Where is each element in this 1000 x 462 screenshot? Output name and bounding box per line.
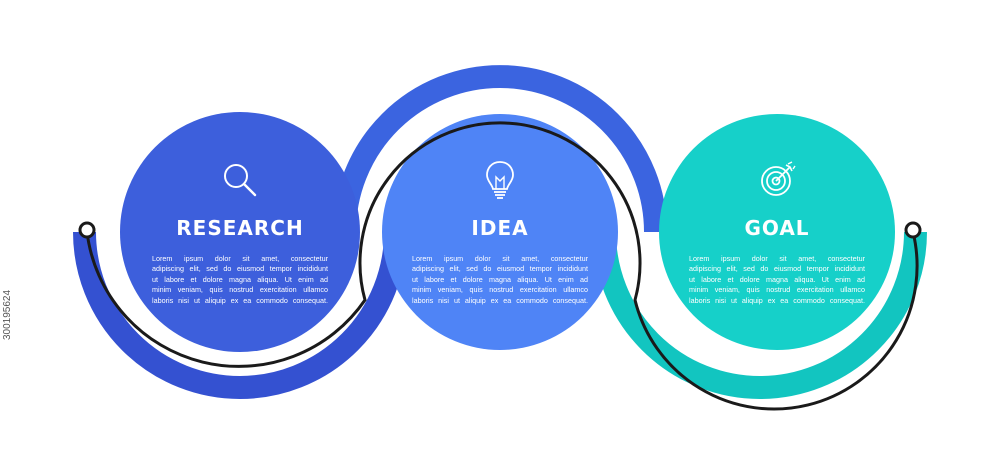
idea-gap xyxy=(356,88,644,233)
research-circle xyxy=(120,112,360,352)
step-goal: GOAL Lorem ipsum dolor sit amet, consect… xyxy=(689,150,865,310)
target-icon xyxy=(761,161,796,196)
start-node xyxy=(78,221,96,239)
step-idea: IDEA Lorem ipsum dolor sit amet, consect… xyxy=(412,150,588,310)
step-research: RESEARCH Lorem ipsum dolor sit amet, con… xyxy=(152,150,328,310)
magnifier-icon xyxy=(224,164,257,197)
stock-id-watermark: 300195624 xyxy=(2,289,13,340)
step-title-goal: GOAL xyxy=(744,216,810,240)
step-title-idea: IDEA xyxy=(471,216,529,240)
lightbulb-icon xyxy=(486,161,514,199)
connector-line xyxy=(85,121,919,411)
idea-circle xyxy=(382,114,618,350)
research-band xyxy=(73,231,407,399)
step-title-research: RESEARCH xyxy=(176,216,304,240)
step-text-idea: Lorem ipsum dolor sit amet, consectetur … xyxy=(412,254,588,305)
end-node xyxy=(904,221,922,239)
goal-band xyxy=(593,231,927,399)
step-text-goal: Lorem ipsum dolor sit amet, consectetur … xyxy=(689,254,865,305)
goal-circle xyxy=(659,114,895,350)
idea-band xyxy=(333,65,667,233)
step-text-research: Lorem ipsum dolor sit amet, consectetur … xyxy=(152,254,328,305)
